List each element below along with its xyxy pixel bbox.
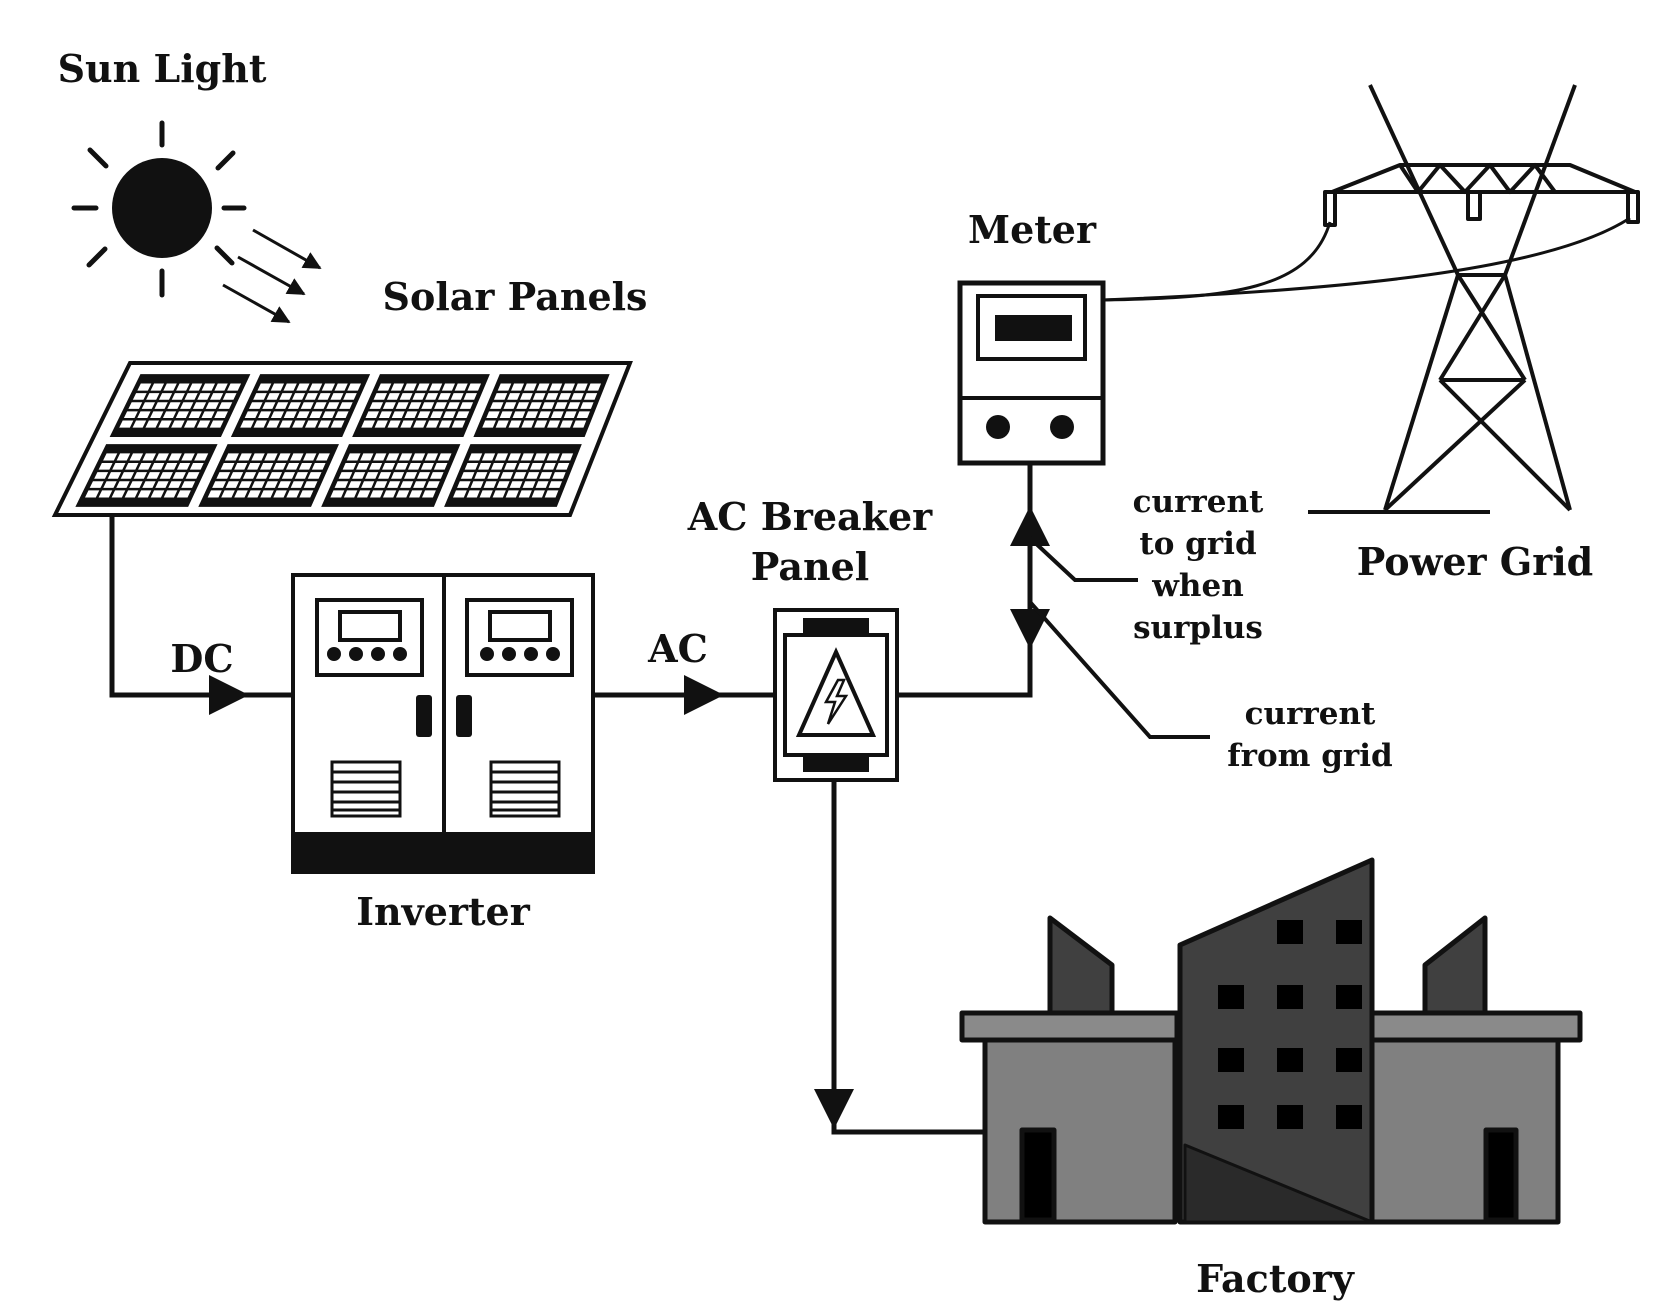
- solar-cell-line: [134, 452, 159, 499]
- solar-cell-line: [244, 452, 268, 499]
- sun-icon: [71, 120, 322, 324]
- solar-cell-line: [302, 382, 326, 429]
- to-grid-label-1: current: [1133, 484, 1264, 520]
- callout-lines: [1028, 536, 1210, 739]
- solar-cell-line: [108, 452, 134, 499]
- solar-cell-line: [397, 382, 420, 429]
- inverter-label: Inverter: [356, 889, 530, 934]
- solar-cell-line: [270, 452, 294, 499]
- solar-cell-line: [296, 452, 320, 499]
- solar-cell-line: [257, 452, 281, 499]
- solar-cell-line: [371, 382, 395, 429]
- solar-panel-icon: [51, 361, 633, 517]
- from-grid-label-1: current: [1245, 696, 1376, 732]
- solar-cell-line: [155, 382, 180, 429]
- solar-cell-line: [218, 452, 242, 499]
- transmission-tower-icon: [1308, 84, 1640, 514]
- solar-cell-line: [569, 382, 591, 429]
- factory-wire: [814, 780, 985, 1135]
- meter-label: Meter: [968, 207, 1097, 252]
- solar-cell-line: [384, 382, 407, 429]
- solar-cell-line: [276, 382, 300, 429]
- solar-cell-line: [206, 382, 231, 429]
- solar-cell-line: [181, 382, 206, 429]
- solar-cell-line: [315, 382, 338, 429]
- solar-cell-line: [541, 452, 563, 499]
- solar-cell-line: [367, 452, 390, 499]
- solar-cell-line: [250, 382, 275, 429]
- solar-cell-line: [193, 382, 218, 429]
- power-grid-label: Power Grid: [1357, 539, 1594, 584]
- solar-cell-line: [406, 452, 428, 499]
- dc-wire: [109, 515, 295, 715]
- breaker-label-line1: AC Breaker: [687, 494, 933, 539]
- solar-cell-line: [515, 452, 537, 499]
- to-grid-label-4: surplus: [1133, 610, 1263, 646]
- solar-cell-line: [463, 452, 486, 499]
- solar-cell-line: [448, 382, 471, 429]
- solar-cell-line: [231, 452, 255, 499]
- from-grid-label-2: from grid: [1227, 738, 1392, 774]
- to-grid-label-2: to grid: [1139, 526, 1256, 562]
- inverter-icon: [291, 573, 595, 874]
- to-grid-label-3: when: [1151, 568, 1244, 604]
- factory-label: Factory: [1196, 1256, 1355, 1301]
- solar-cell-line: [518, 382, 540, 429]
- solar-cell-line: [341, 452, 364, 499]
- solar-cell-line: [393, 452, 416, 499]
- meter-icon: [957, 280, 1106, 466]
- solar-cell-line: [410, 382, 433, 429]
- solar-cell-line: [168, 382, 193, 429]
- solar-cell-line: [327, 382, 351, 429]
- dc-label: DC: [170, 636, 233, 681]
- solar-cell-line: [423, 382, 446, 429]
- solar-cell-line: [289, 382, 313, 429]
- solar-cell-line: [557, 382, 578, 429]
- solar-cell-line: [263, 382, 287, 429]
- solar-cell-line: [528, 452, 550, 499]
- solar-panels-label: Solar Panels: [383, 274, 648, 319]
- solar-cell-line: [492, 382, 515, 429]
- breaker-label-line2: Panel: [751, 544, 869, 589]
- solar-cell-line: [436, 382, 458, 429]
- solar-cell-line: [129, 382, 155, 429]
- power-lines: [1102, 216, 1631, 302]
- solar-cell-line: [544, 382, 566, 429]
- solar-cell-line: [121, 452, 146, 499]
- solar-cell-line: [476, 452, 498, 499]
- sun-light-label: Sun Light: [58, 46, 267, 91]
- solar-cell-line: [502, 452, 524, 499]
- solar-cell-line: [160, 452, 185, 499]
- solar-cell-line: [419, 452, 441, 499]
- ac-label: AC: [647, 626, 708, 671]
- solar-cell-line: [283, 452, 307, 499]
- solar-cell-line: [354, 452, 377, 499]
- solar-cell-line: [147, 452, 172, 499]
- factory-icon: [959, 857, 1583, 1225]
- factory-windows: [1218, 920, 1362, 1129]
- solar-cell-line: [142, 382, 167, 429]
- solar-cell-line: [95, 452, 121, 499]
- solar-cell-line: [531, 382, 553, 429]
- solar-cell-line: [173, 452, 198, 499]
- solar-cell-line: [489, 452, 511, 499]
- solar-cell-line: [380, 452, 403, 499]
- solar-cell-line: [505, 382, 527, 429]
- breaker-panel-icon: [773, 608, 899, 782]
